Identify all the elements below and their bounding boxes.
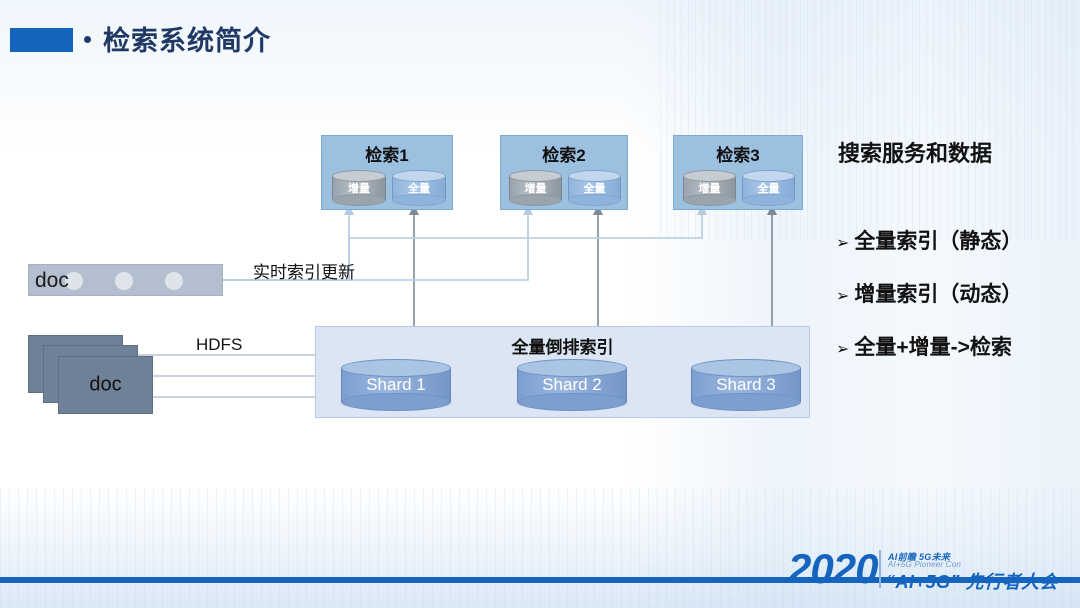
footer-conference-name: “AI+5G” 先行者大会 (886, 572, 1059, 592)
cylinder-bottom-ellipse (683, 194, 736, 206)
bullet-arrow-icon: ➢ (836, 235, 850, 252)
footer-tagline-cn: AI前瞻 5G未来 (888, 552, 951, 562)
shard-3-label: Shard 3 (716, 375, 776, 394)
panel-item-incremental-index-label: 增量索引（动态） (854, 283, 1023, 306)
cylinder-bottom-ellipse (509, 194, 562, 206)
search-node-3-full-label: 全量 (757, 183, 780, 195)
shard-1-cylinder[interactable]: Shard 1 (341, 359, 451, 411)
search-node-2-title: 检索2 (542, 146, 586, 165)
full-inverted-index-container[interactable]: 全量倒排索引 Shard 1 Shard 2 Shard 3 (315, 326, 810, 418)
doc-stream-bar[interactable]: doc (28, 264, 223, 296)
footer-logo-divider (879, 550, 881, 588)
doc-card-label: doc (89, 373, 122, 396)
cylinder-bottom-ellipse (332, 194, 386, 206)
search-node-2[interactable]: 检索2 增量 全量 (500, 135, 628, 210)
search-node-2-full-label: 全量 (583, 183, 606, 195)
doc-stream-dot-2 (115, 272, 133, 290)
bullet-arrow-icon: ➢ (836, 341, 850, 358)
search-node-2-incremental-cylinder[interactable]: 增量 (509, 170, 562, 206)
shard-2-cylinder[interactable]: Shard 2 (517, 359, 627, 411)
cylinder-bottom-ellipse (691, 393, 801, 411)
cylinder-top-ellipse (691, 359, 801, 377)
cylinder-bottom-ellipse (341, 393, 451, 411)
cylinder-top-ellipse (568, 170, 621, 182)
background-gradient-bottom (0, 488, 1080, 608)
search-node-1[interactable]: 检索1 增量 全量 (321, 135, 453, 210)
bullet-arrow-icon: ➢ (836, 288, 850, 305)
edge-label-realtime-update: 实时索引更新 (253, 263, 355, 282)
background-stripes-bottom (0, 488, 1080, 608)
title-bullet-icon (84, 36, 91, 43)
footer-logo-year: 2020 (788, 545, 878, 592)
page-title: 检索系统简介 (103, 26, 271, 56)
cylinder-top-ellipse (742, 170, 795, 182)
full-inverted-index-title: 全量倒排索引 (511, 338, 614, 357)
panel-item-combined-search: ➢ 全量+增量->检索 (836, 331, 1012, 361)
cylinder-bottom-ellipse (742, 194, 795, 206)
cylinder-top-ellipse (332, 170, 386, 182)
doc-card-front[interactable]: doc (58, 356, 153, 414)
shard-1-label: Shard 1 (366, 375, 426, 394)
footer-tagline-en: AI+5G Pioneer Con (888, 560, 961, 569)
search-node-3[interactable]: 检索3 增量 全量 (673, 135, 803, 210)
shard-3-cylinder[interactable]: Shard 3 (691, 359, 801, 411)
cylinder-top-ellipse (341, 359, 451, 377)
cylinder-bottom-ellipse (517, 393, 627, 411)
search-node-2-full-cylinder[interactable]: 全量 (568, 170, 621, 206)
search-node-1-full-cylinder[interactable]: 全量 (392, 170, 446, 206)
panel-item-full-index: ➢ 全量索引（静态） (836, 225, 1022, 255)
footer-rule (0, 577, 1080, 583)
search-node-3-incremental-cylinder[interactable]: 增量 (683, 170, 736, 206)
search-node-1-incremental-cylinder[interactable]: 增量 (332, 170, 386, 206)
panel-heading: 搜索服务和数据 (838, 141, 993, 166)
title-accent-bar (10, 28, 73, 52)
search-node-3-title: 检索3 (716, 146, 760, 165)
panel-item-incremental-index: ➢ 增量索引（动态） (836, 278, 1022, 308)
cylinder-top-ellipse (509, 170, 562, 182)
cylinder-bottom-ellipse (568, 194, 621, 206)
search-node-1-full-label: 全量 (408, 183, 430, 195)
cylinder-bottom-ellipse (392, 194, 446, 206)
doc-stream-label: doc (35, 269, 69, 292)
search-node-3-full-cylinder[interactable]: 全量 (742, 170, 795, 206)
search-node-2-incremental-label: 增量 (524, 183, 547, 195)
panel-item-full-index-label: 全量索引（静态） (854, 230, 1023, 253)
doc-stream-dot-1 (65, 272, 83, 290)
shard-2-label: Shard 2 (542, 375, 602, 394)
cylinder-top-ellipse (392, 170, 446, 182)
search-node-1-title: 检索1 (365, 146, 409, 165)
panel-item-combined-search-label: 全量+增量->检索 (854, 336, 1012, 359)
cylinder-top-ellipse (683, 170, 736, 182)
search-node-3-incremental-label: 增量 (698, 183, 721, 195)
edge-label-hdfs: HDFS (196, 335, 243, 354)
cylinder-top-ellipse (517, 359, 627, 377)
doc-stream-dot-3 (165, 272, 183, 290)
search-node-1-incremental-label: 增量 (348, 183, 370, 195)
